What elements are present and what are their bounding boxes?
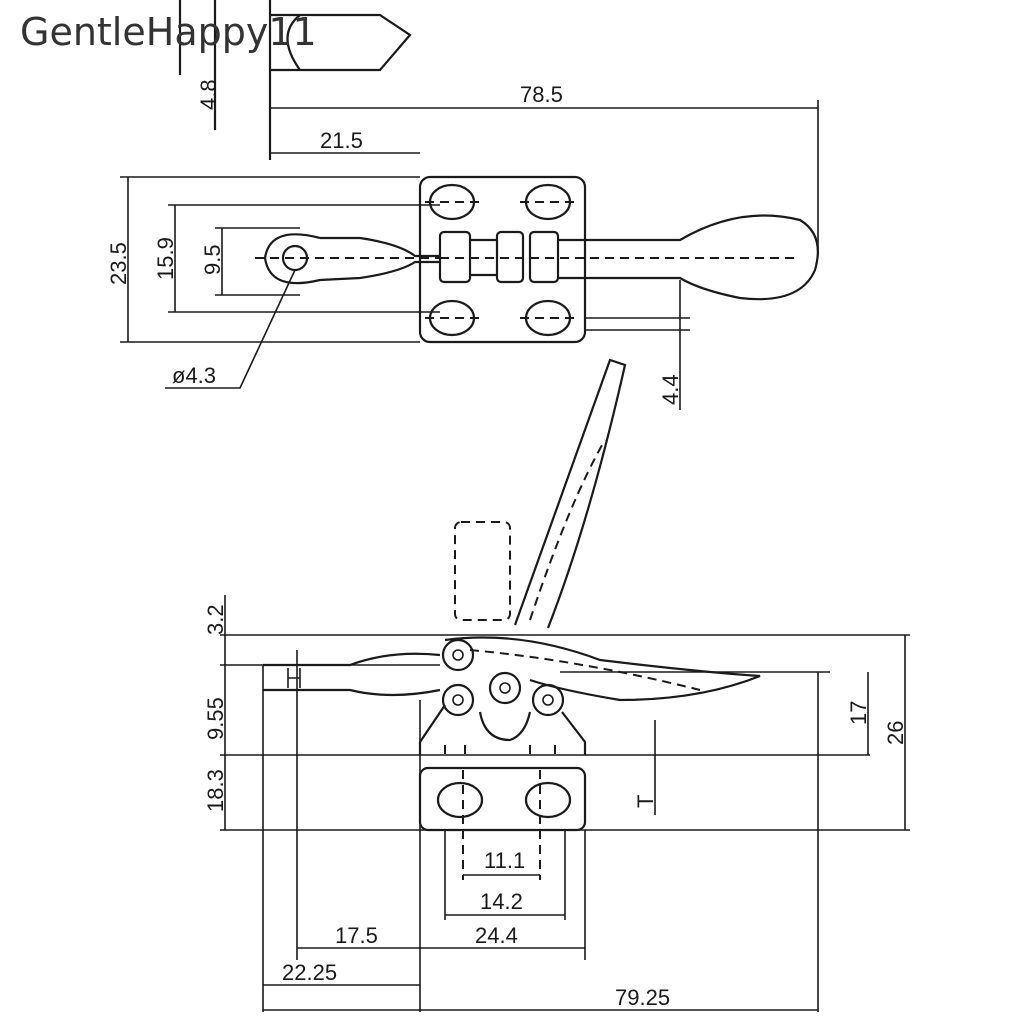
lever-dashed-line — [529, 439, 606, 621]
extension-lines — [120, 176, 440, 343]
dim-label-4-4: 4.4 — [658, 374, 683, 405]
dim-label-23-5: 23.5 — [106, 242, 131, 285]
dim-label-18-3: 18.3 — [203, 769, 228, 812]
dim-label-17: 17 — [846, 701, 871, 725]
clamp-body-side — [263, 636, 761, 880]
dim-label-17-5: 17.5 — [335, 923, 378, 948]
watermark: GentleHappy11 — [20, 10, 317, 54]
side-view: 3.2 9.55 18.3 17 26 T 11.1 14.2 17.5 24.… — [203, 358, 910, 1012]
dim-label-22-25: 22.25 — [282, 960, 337, 985]
dim-label-9-5: 9.5 — [200, 244, 225, 275]
dim-label-15-9: 15.9 — [153, 237, 178, 280]
base-plate-top — [418, 175, 587, 344]
dim-label-4-8: 4.8 — [196, 79, 221, 110]
dim-label-3-2: 3.2 — [203, 604, 228, 635]
dim-label-26: 26 — [883, 721, 908, 745]
dim-label-24-4: 24.4 — [475, 923, 518, 948]
side-vertical-lines — [224, 595, 819, 1012]
dim-label-hole-diameter: ø4.3 — [172, 363, 216, 388]
mounting-slots — [425, 183, 578, 337]
top-view: 4.8 78.5 21.5 23.5 15.9 9.5 ø4.3 4.4 — [106, 0, 819, 410]
raised-spindle-outline — [454, 521, 511, 621]
dim-label-21-5: 21.5 — [320, 128, 363, 153]
dimension-line-78-5 — [270, 100, 819, 255]
handle-top — [255, 214, 819, 301]
dim-label-9-55: 9.55 — [203, 697, 228, 740]
dim-label-11-1: 11.1 — [484, 848, 525, 873]
dim-label-79-25: 79.25 — [615, 985, 670, 1010]
top-partial-shape — [178, 0, 412, 160]
raised-lever — [513, 358, 627, 629]
hole-leader-line — [165, 269, 296, 389]
side-right-dimension-lines — [654, 635, 906, 830]
dimension-line-4-4 — [585, 280, 690, 410]
dim-label-78-5: 78.5 — [520, 82, 563, 107]
vertical-dimension-lines — [127, 177, 223, 342]
dim-label-T: T — [633, 795, 658, 808]
bottom-dimension-lines — [263, 830, 818, 1011]
dim-label-14-2: 14.2 — [480, 889, 523, 914]
